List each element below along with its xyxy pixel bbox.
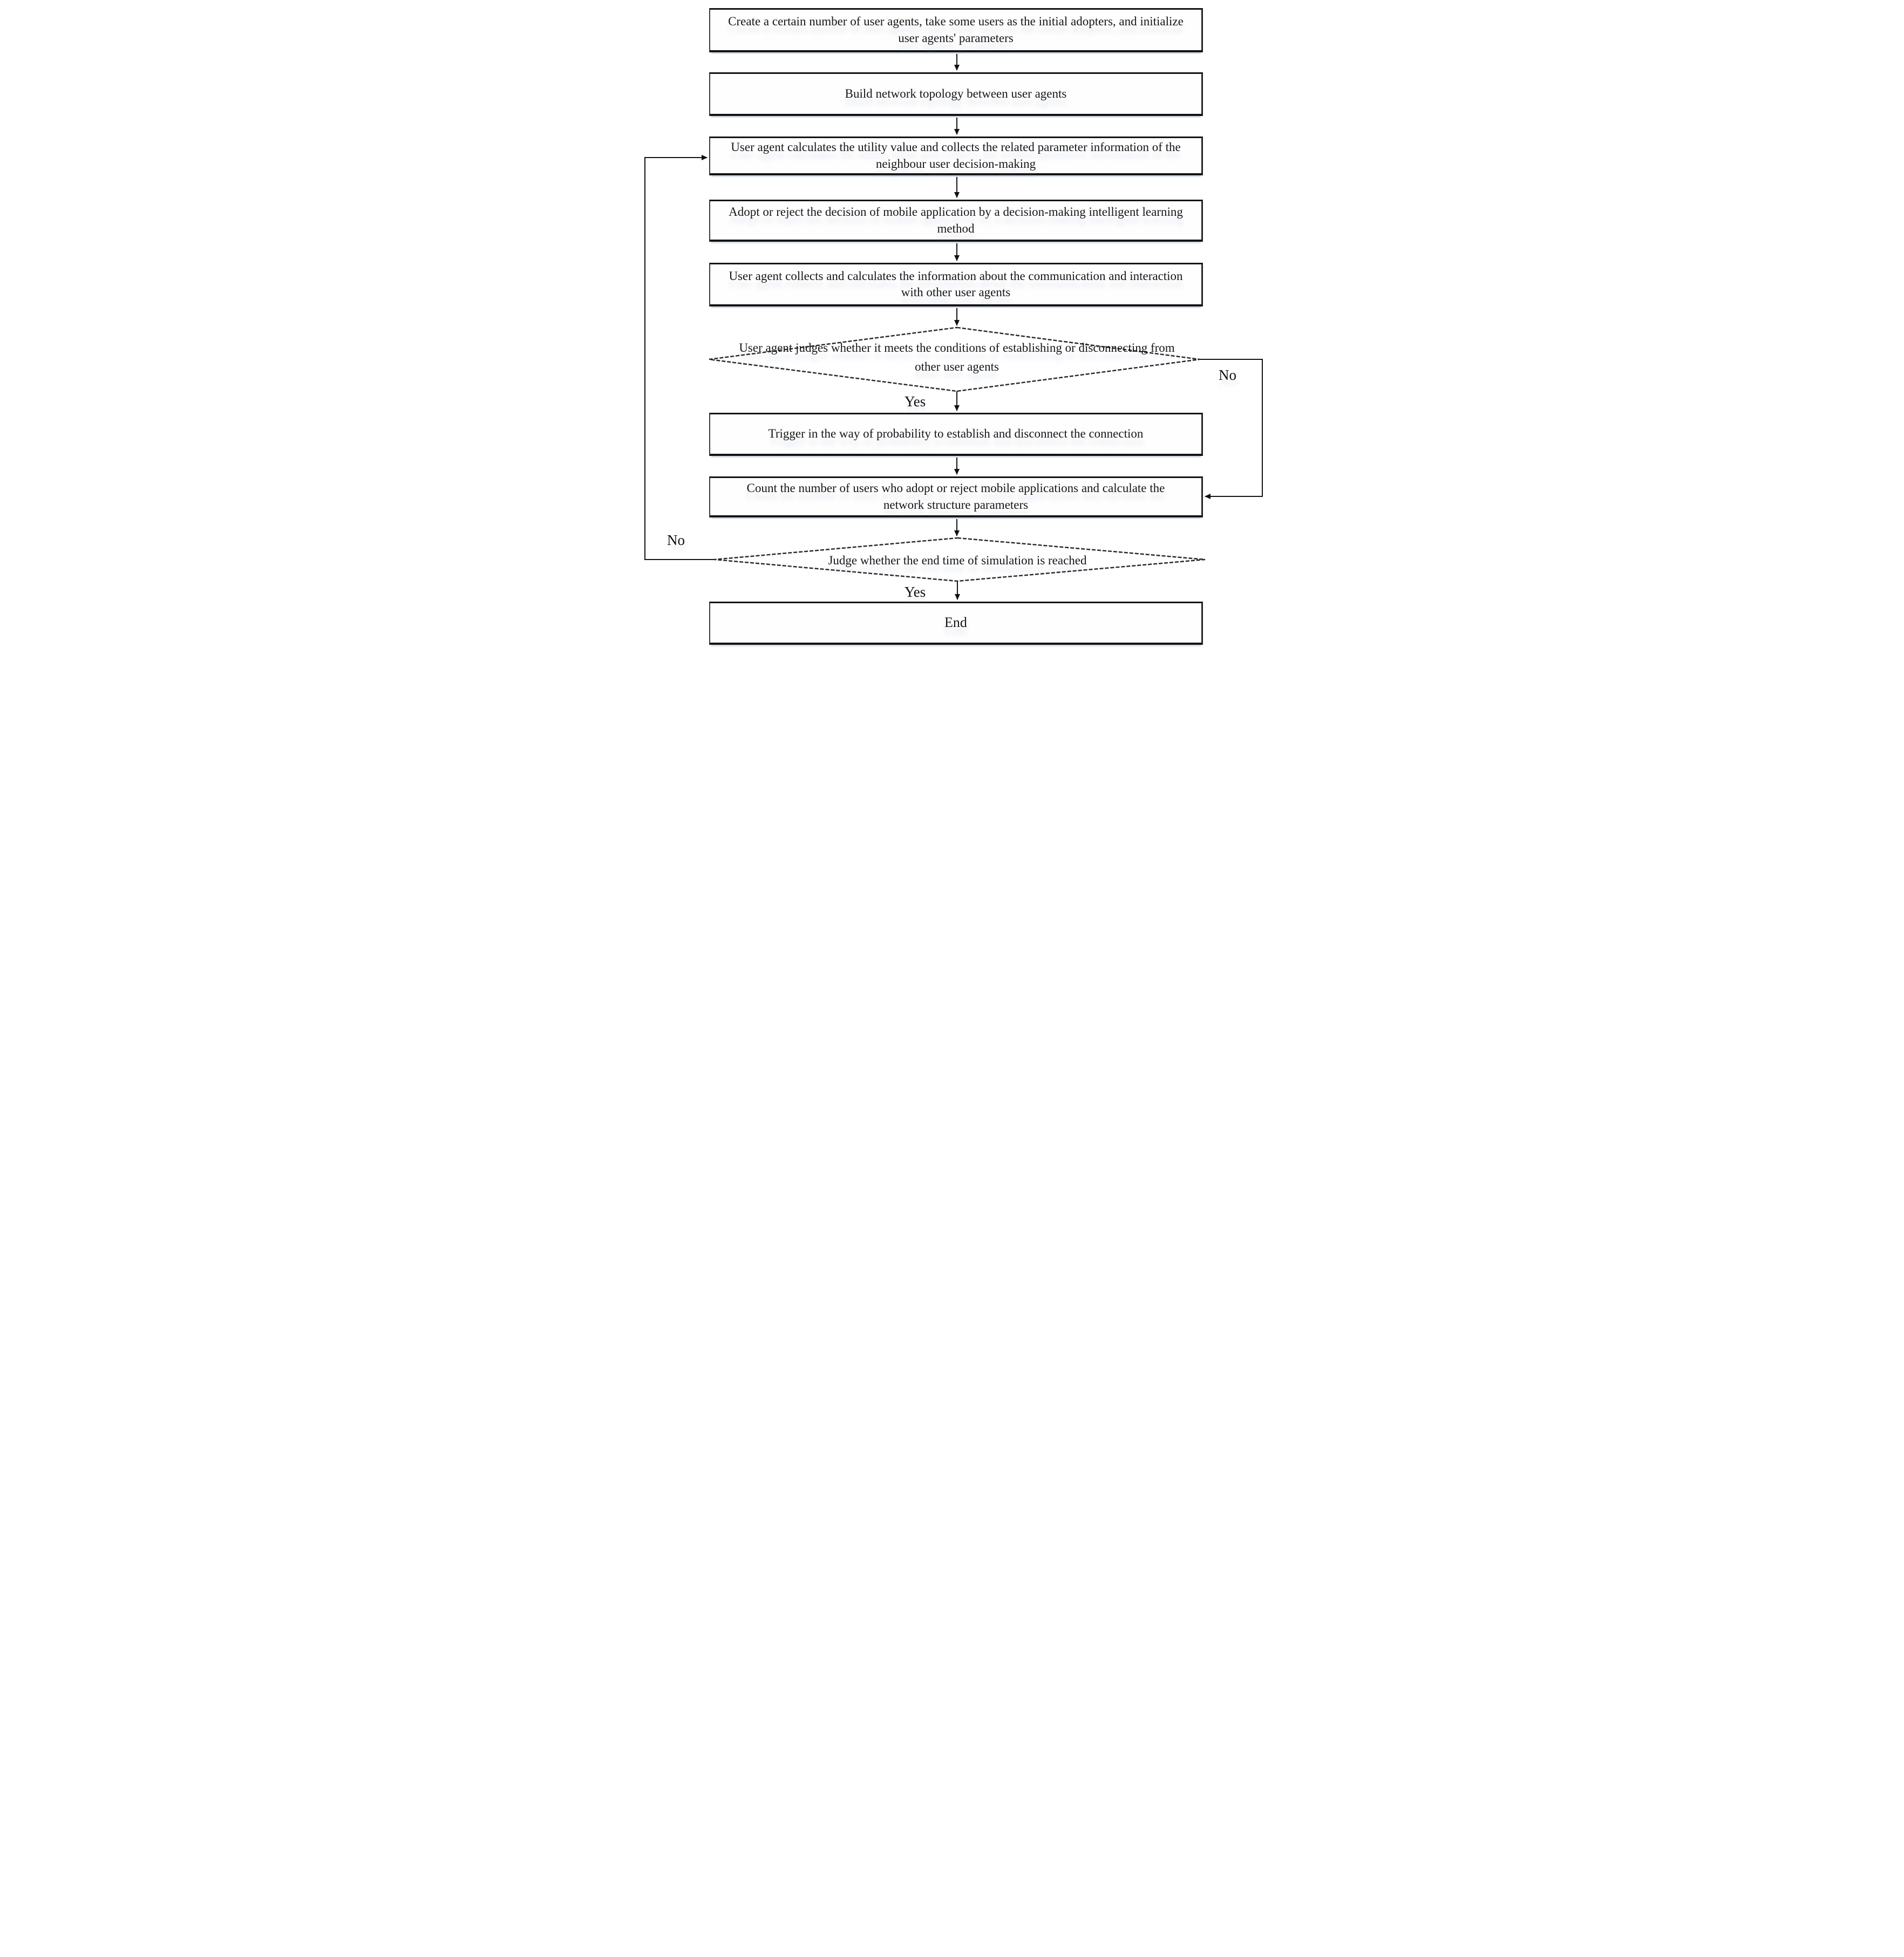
edge-label-end-no: No [667,532,685,548]
decision-diamond-judge-conditions [709,326,1200,392]
node-create-agents-label: Create a certain number of user agents, … [728,15,1184,45]
node-collect-interaction-info-label: User agent collects and calculates the i… [729,269,1183,299]
node-trigger-probability-label: Trigger in the way of probability to est… [768,427,1144,441]
flowchart-connectors [644,52,1263,600]
node-end-label: End [944,615,967,631]
node-collect-interaction-info: User agent collects and calculates the i… [709,263,1203,306]
node-calculate-utility: User agent calculates the utility value … [709,137,1203,175]
decision-judge-end-label: Judge whether the end time of simulation… [828,554,1087,567]
node-create-agents: Create a certain number of user agents, … [709,8,1203,52]
node-end: End [709,602,1203,645]
edge-label-end-yes: Yes [905,584,926,600]
node-count-users-label: Count the number of users who adopt or r… [746,481,1165,512]
edge-judge-end-no-to-utility [644,155,715,560]
decision-diamond-judge-end [714,537,1206,582]
edge-judge-conditions-no-to-count [1200,359,1263,499]
flowchart-canvas: Create a certain number of user agents, … [635,0,1269,652]
edge-label-conditions-no: No [1219,367,1236,383]
node-calculate-utility-label: User agent calculates the utility value … [731,140,1181,171]
node-adopt-or-reject-label: Adopt or reject the decision of mobile a… [729,205,1183,235]
node-count-users: Count the number of users who adopt or r… [709,476,1203,517]
node-trigger-probability: Trigger in the way of probability to est… [709,413,1203,456]
node-adopt-or-reject: Adopt or reject the decision of mobile a… [709,200,1203,242]
node-build-topology: Build network topology between user agen… [709,72,1203,116]
decision-judge-conditions-label: User agent judges whether it meets the c… [739,341,1175,373]
node-build-topology-label: Build network topology between user agen… [845,86,1067,100]
edge-label-conditions-yes: Yes [905,393,926,410]
